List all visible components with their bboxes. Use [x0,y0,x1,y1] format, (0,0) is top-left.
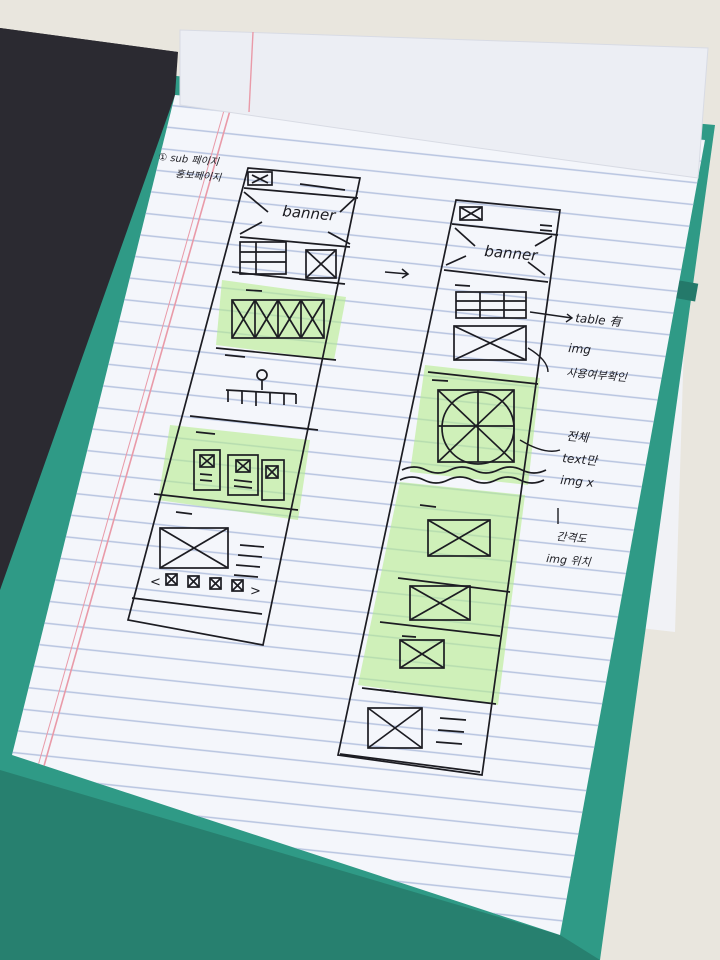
svg-text:<: < [150,575,161,590]
wireframe-right-frame [336,199,561,776]
wireframe-right [336,199,561,776]
corner-note-2: 홍보페이지 [175,168,223,184]
annotation-text-1: 전체 [566,429,591,445]
annotation-img-1: img [568,341,592,357]
annotation-img-pos-1: 간격도 [556,530,588,546]
dark-folder-flap-edge [0,28,178,590]
flipped-sheet [179,29,709,179]
wireframe-left-frame [126,167,362,646]
margin-line-2 [33,95,245,781]
corner-note-1: ① sub 페이지 [158,151,220,168]
annotation-img-2: 사용여부확인 [566,366,628,384]
teal-folder-shade [0,770,600,960]
svg-text:>: > [250,584,261,599]
highlight-cards [158,425,310,520]
margin-line [39,95,251,781]
left-banner-label: banner [282,202,337,225]
arrow-left-to-right [384,268,410,279]
annotation-text-2: text만 [562,451,600,468]
annotation-img-pos-2: img 위치 [546,552,592,569]
flipped-sheet-margin [248,31,254,113]
right-banner-label: banner [484,242,539,265]
annotation-table: table 有 [575,311,624,329]
wireframe-left: < > [126,167,362,646]
annotation-arrows [519,311,574,524]
annotation-text-3: img x [560,473,596,490]
